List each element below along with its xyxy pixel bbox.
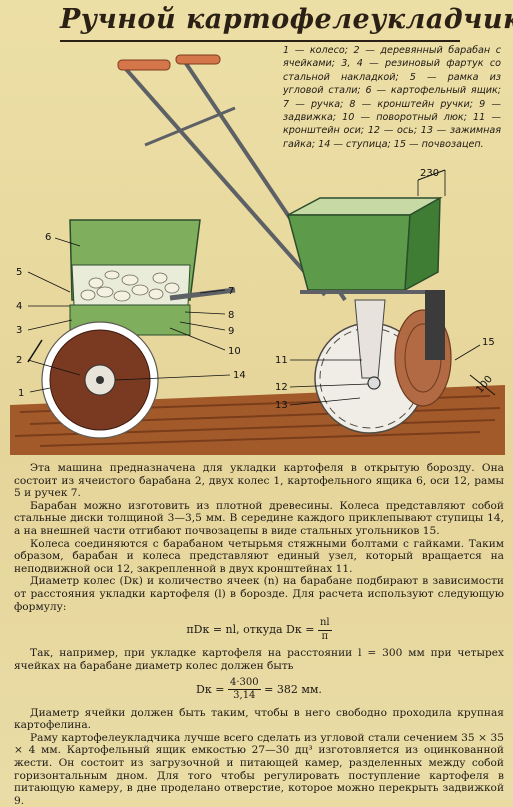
callout-7: 7 bbox=[228, 286, 234, 297]
callout-numbers: 5 4 3 2 1 6 7 8 9 10 14 11 12 13 15 bbox=[16, 232, 495, 411]
page-title: Ручной картофелеукладчик bbox=[60, 4, 513, 35]
callout-4: 4 bbox=[16, 301, 22, 312]
callout-1: 1 bbox=[18, 388, 24, 399]
callout-14: 14 bbox=[233, 370, 246, 381]
paragraph-example: Так, например, при укладке картофеля на … bbox=[14, 647, 504, 672]
paragraph-drum: Барабан можно изготовить из плотной древ… bbox=[14, 499, 504, 537]
formula-example-fraction: 4·300 3,14 bbox=[227, 677, 261, 703]
left-view-wheel bbox=[27, 321, 159, 439]
formula-general-left: πDк = nl, откуда Dк = bbox=[186, 623, 315, 637]
callout-15: 15 bbox=[482, 337, 495, 348]
paragraph-diameter: Диаметр колес (Dк) и количество ячеек (n… bbox=[14, 575, 504, 613]
paragraph-frame: Раму картофелеукладчика лучше всего сдел… bbox=[14, 731, 504, 807]
formula-example-left: Dк = bbox=[196, 682, 225, 696]
formula-general-num: nl bbox=[317, 617, 332, 631]
title-underline bbox=[60, 40, 460, 42]
paragraph-assembly: Колеса соединяются с барабаном четырьмя … bbox=[14, 537, 504, 575]
callout-12: 12 bbox=[275, 382, 288, 393]
callout-13: 13 bbox=[275, 400, 288, 411]
callout-11: 11 bbox=[275, 355, 288, 366]
right-view-wheel: 100 bbox=[314, 290, 496, 434]
callout-10: 10 bbox=[228, 346, 241, 357]
callout-6: 6 bbox=[45, 232, 51, 243]
callout-8: 8 bbox=[228, 310, 234, 321]
callout-5: 5 bbox=[16, 267, 22, 278]
formula-general: πDк = nl, откуда Dк = nl π bbox=[14, 617, 504, 643]
callout-3: 3 bbox=[16, 325, 22, 336]
right-view-box: 230 bbox=[287, 168, 446, 294]
legend-text: 1 — колесо; 2 — деревянный барабан с яче… bbox=[283, 45, 501, 150]
left-view-box bbox=[69, 219, 236, 336]
callout-2: 2 bbox=[16, 355, 22, 366]
formula-example: Dк = 4·300 3,14 = 382 мм. bbox=[14, 677, 504, 703]
parts-legend: 1 — колесо; 2 — деревянный барабан с яче… bbox=[283, 44, 501, 151]
formula-general-den: π bbox=[321, 630, 329, 642]
dim-230: 230 bbox=[420, 168, 439, 179]
formula-general-fraction: nl π bbox=[317, 617, 332, 643]
formula-example-num: 4·300 bbox=[227, 677, 261, 691]
paragraph-intro: Эта машина предназначена для укладки кар… bbox=[14, 462, 504, 500]
machine-illustration: 230 100 bbox=[10, 54, 505, 455]
formula-example-right: = 382 мм. bbox=[264, 682, 322, 696]
article-body: Эта машина предназначена для укладки кар… bbox=[14, 462, 504, 807]
paragraph-cell: Диаметр ячейки должен быть таким, чтобы … bbox=[14, 706, 504, 732]
callout-9: 9 bbox=[228, 326, 234, 337]
leader-lines bbox=[27, 237, 481, 406]
formula-example-den: 3,14 bbox=[233, 690, 256, 702]
